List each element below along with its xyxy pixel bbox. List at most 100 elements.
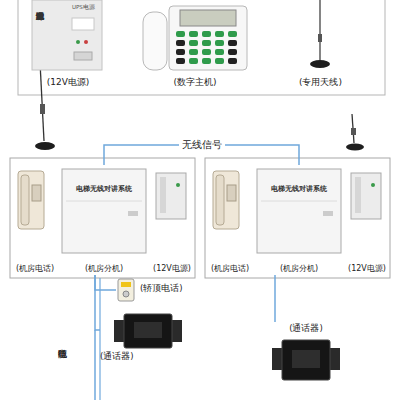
power-supply: (12V电源) bbox=[150, 165, 194, 275]
device-caption: (机房分机) bbox=[253, 264, 345, 273]
extension-box bbox=[257, 169, 341, 253]
antenna-base bbox=[35, 142, 55, 150]
device-caption: (专用天线) bbox=[283, 77, 358, 87]
host-screen bbox=[180, 10, 236, 26]
extension-box bbox=[62, 169, 146, 253]
phone-handset bbox=[216, 175, 224, 225]
signal-line bbox=[95, 275, 100, 330]
device-label: 电梯无线对讲系统 bbox=[259, 185, 339, 193]
host-key bbox=[215, 49, 224, 55]
host-key bbox=[215, 31, 224, 37]
power-led bbox=[84, 40, 88, 44]
host-key bbox=[202, 31, 211, 37]
host-key bbox=[215, 40, 224, 46]
room-phone: (机房电话) bbox=[12, 165, 58, 275]
trailing-cable bbox=[94, 330, 96, 400]
wall-phone bbox=[18, 171, 44, 229]
host-key bbox=[202, 40, 211, 46]
host-key bbox=[228, 31, 237, 37]
node-shape bbox=[150, 165, 194, 275]
talker-unit: (通话器) bbox=[258, 322, 354, 386]
host-key bbox=[215, 58, 224, 64]
room-frame bbox=[205, 158, 390, 278]
antenna-coil bbox=[351, 128, 356, 135]
box-seam bbox=[261, 201, 337, 202]
power-label bbox=[160, 177, 166, 213]
room-frame bbox=[10, 158, 195, 278]
talker-body bbox=[282, 340, 330, 380]
box-seam bbox=[66, 201, 142, 202]
device-caption: (通话器) bbox=[100, 352, 150, 362]
power-label bbox=[355, 177, 361, 213]
host-key bbox=[202, 58, 211, 64]
device-caption: (通话器) bbox=[276, 324, 336, 334]
device-caption: (机房电话) bbox=[10, 264, 60, 273]
room-extension: 电梯无线对讲系统 (机房分机) bbox=[253, 165, 345, 275]
device-caption: (机房分机) bbox=[58, 264, 150, 273]
phone-handset bbox=[21, 175, 29, 225]
antenna-unit: (专用天线) bbox=[283, 0, 358, 92]
antenna-coil bbox=[40, 104, 45, 114]
power-led bbox=[176, 183, 180, 187]
talker-body bbox=[124, 314, 172, 348]
talker-unit: (通话器) bbox=[100, 312, 196, 364]
host-key bbox=[228, 49, 237, 55]
device-caption: (12V电源) bbox=[148, 264, 196, 273]
edge-label: 无线信号 bbox=[179, 139, 225, 151]
signal-line bbox=[274, 275, 276, 322]
antenna-base bbox=[310, 60, 330, 68]
node-shape bbox=[12, 165, 58, 275]
host-key bbox=[176, 31, 185, 37]
antenna-base bbox=[346, 144, 364, 151]
node-shape bbox=[58, 165, 150, 275]
device-caption: (轿顶电话) bbox=[140, 284, 210, 294]
power-led bbox=[76, 40, 80, 44]
digital-host: (数字主机) bbox=[140, 0, 250, 92]
host-key bbox=[176, 40, 185, 46]
device-caption: (机房电话) bbox=[205, 264, 255, 273]
device-label: 电梯无线对讲系统 bbox=[64, 185, 144, 193]
power-panel bbox=[72, 18, 94, 30]
host-key bbox=[189, 31, 198, 37]
node-shape bbox=[207, 165, 253, 275]
antenna-symbol bbox=[346, 114, 364, 151]
host-key bbox=[228, 40, 237, 46]
box-lock bbox=[323, 211, 333, 216]
device-label: UPS电源 bbox=[72, 4, 102, 10]
phone-speaker bbox=[123, 291, 129, 297]
phone-keypad bbox=[227, 185, 236, 201]
talker-grille bbox=[292, 350, 320, 368]
trailing-cable bbox=[99, 278, 100, 400]
talker-grille bbox=[134, 322, 162, 338]
power-box bbox=[351, 173, 381, 219]
host-key bbox=[202, 49, 211, 55]
power-box bbox=[156, 173, 186, 219]
antenna-rod bbox=[40, 62, 44, 141]
host-key bbox=[189, 49, 198, 55]
wall-phone bbox=[213, 171, 239, 229]
power-led bbox=[371, 183, 375, 187]
node-shape bbox=[253, 165, 345, 275]
power-supply: UPS电源无线对讲专用电源(12V电源) bbox=[28, 0, 108, 92]
host-key bbox=[189, 40, 198, 46]
host-key bbox=[176, 49, 185, 55]
host-body bbox=[169, 6, 247, 70]
top-frame bbox=[18, 0, 385, 95]
phone-keypad bbox=[32, 185, 41, 201]
car-top-phone: (轿顶电话) bbox=[116, 277, 211, 303]
antenna-coil bbox=[318, 34, 322, 42]
host-key bbox=[228, 58, 237, 64]
node-shape bbox=[345, 165, 389, 275]
host-key bbox=[189, 58, 198, 64]
power-supply: (12V电源) bbox=[345, 165, 389, 275]
room-extension: 电梯无线对讲系统 (机房分机) bbox=[58, 165, 150, 275]
host-key bbox=[176, 58, 185, 64]
power-switch bbox=[74, 52, 92, 60]
device-caption: (12V电源) bbox=[28, 77, 108, 87]
device-caption: (数字主机) bbox=[140, 77, 250, 87]
signal-line bbox=[95, 275, 116, 290]
